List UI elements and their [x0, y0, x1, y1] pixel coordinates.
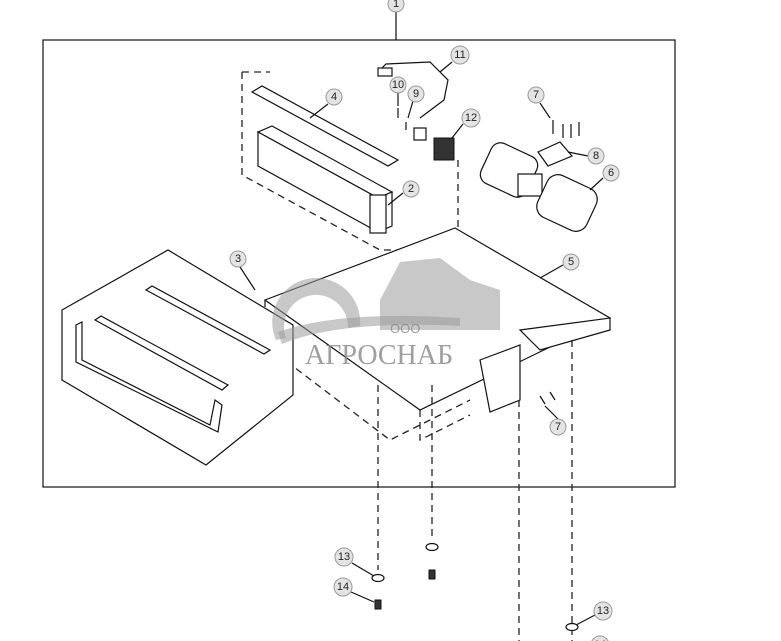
svg-text:14: 14	[594, 639, 606, 641]
part-11-cable	[377, 61, 449, 119]
bolt	[428, 569, 436, 580]
part-7-screws	[539, 120, 580, 405]
svg-text:2: 2	[408, 183, 414, 195]
part-12-resistor	[433, 137, 455, 161]
watermark-name: АГРОСНАБ	[305, 340, 453, 371]
svg-text:7: 7	[555, 421, 561, 433]
svg-text:1: 1	[393, 0, 399, 10]
part-14-bolt	[374, 599, 382, 610]
assembly-frame	[42, 39, 676, 488]
part-3-rail-lower	[93, 315, 230, 391]
svg-text:14: 14	[337, 581, 349, 593]
callout-14-right: 14	[591, 635, 609, 641]
callout-10: 10	[389, 76, 407, 94]
svg-text:13: 13	[338, 551, 350, 563]
callout-7-top: 7	[527, 86, 545, 104]
group-dashed-outline	[241, 72, 398, 251]
svg-text:6: 6	[608, 167, 614, 179]
callout-12: 12	[461, 108, 481, 128]
housing-hidden-lines	[264, 300, 471, 441]
svg-text:7: 7	[533, 89, 539, 101]
callout-4: 4	[325, 88, 343, 106]
svg-text:10: 10	[392, 79, 404, 91]
svg-text:4: 4	[331, 91, 337, 103]
callout-2: 2	[402, 180, 420, 198]
callout-7-bottom: 7	[549, 418, 567, 436]
part-3-frame	[75, 321, 223, 433]
watermark-prefix: ООО	[390, 321, 420, 336]
part-3-rail-upper	[144, 285, 272, 355]
washer	[425, 542, 439, 552]
part-13-washer	[371, 573, 385, 583]
svg-text:13: 13	[597, 605, 609, 617]
callout-9: 9	[407, 85, 425, 103]
agrosnab-watermark-logo: ООО АГРОСНАБ	[272, 258, 500, 371]
svg-text:5: 5	[568, 256, 574, 268]
svg-text:3: 3	[235, 253, 241, 265]
callout-13-left: 13	[334, 547, 354, 567]
part-13-washer	[565, 622, 579, 632]
svg-text:8: 8	[593, 150, 599, 162]
callout-1: 1	[387, 0, 405, 13]
callout-8: 8	[587, 147, 605, 165]
svg-text:9: 9	[413, 88, 419, 100]
part-6-blower-right	[536, 174, 598, 232]
svg-text:12: 12	[465, 112, 477, 124]
callout-3: 3	[229, 250, 247, 268]
callout-5: 5	[562, 253, 580, 271]
callout-14-left: 14	[333, 577, 353, 597]
callout-13-right: 13	[593, 601, 613, 621]
leader-lines	[239, 61, 604, 626]
part-4-bracket	[250, 85, 400, 167]
callout-6: 6	[602, 164, 620, 182]
svg-text:11: 11	[454, 49, 465, 61]
part-8-clamp	[537, 141, 573, 167]
callout-11: 11	[450, 45, 470, 65]
